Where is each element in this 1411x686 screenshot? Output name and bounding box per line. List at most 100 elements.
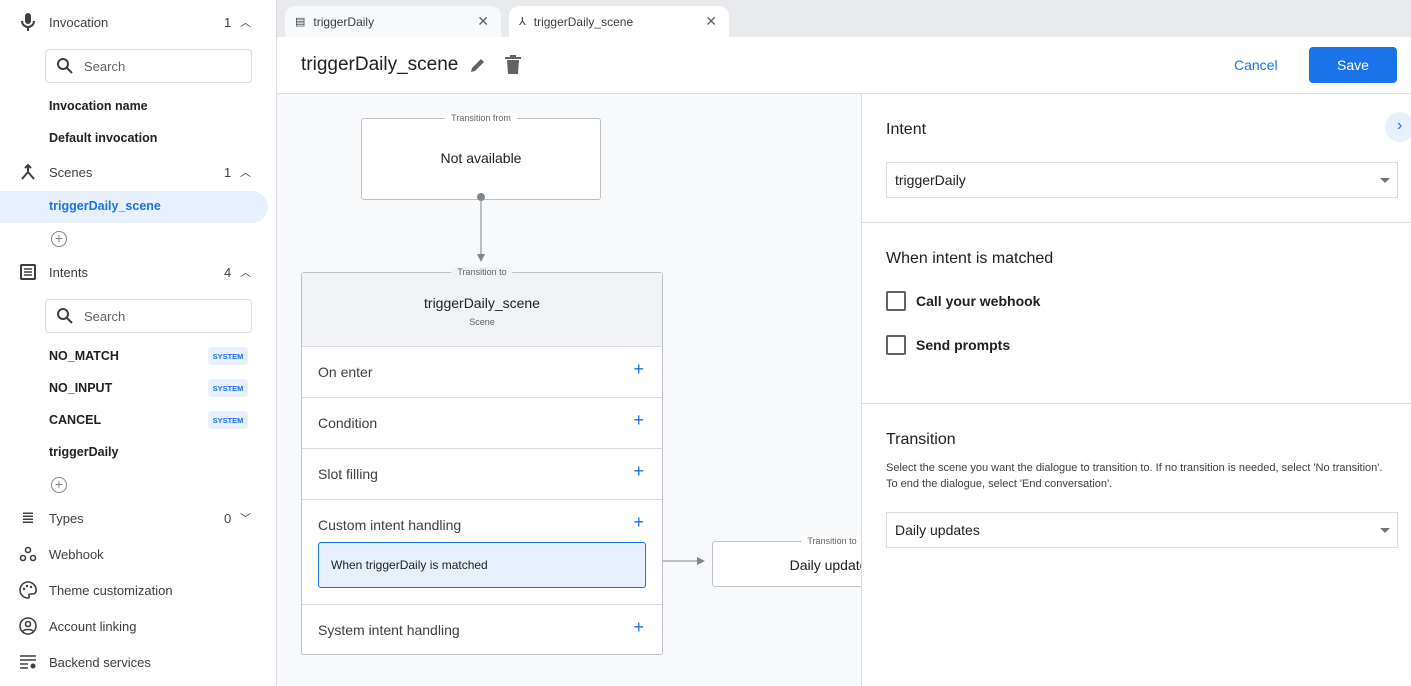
sidebar-section-invocation[interactable]: Invocation 1 ︿ [0, 7, 277, 37]
sidebar-section-scenes[interactable]: Scenes 1 ︿ [0, 157, 277, 187]
row-slot-filling[interactable]: Slot filling + [302, 448, 662, 499]
account-circle-icon [18, 616, 38, 636]
section-count: 1 [224, 14, 232, 30]
intent-heading: Intent [886, 121, 927, 138]
search-placeholder: Search [84, 308, 126, 324]
card-caption: Transition from [445, 113, 517, 123]
scene-card: Transition to triggerDaily_scene Scene O… [301, 267, 663, 655]
transition-select[interactable]: Daily updates [886, 512, 1398, 548]
row-custom-intent-handling[interactable]: Custom intent handling + When triggerDail… [302, 499, 662, 604]
transition-heading: Transition [886, 431, 956, 448]
section-count: 0 [224, 510, 232, 526]
add-icon[interactable]: + [633, 617, 644, 637]
card-caption: Transition to [451, 267, 513, 277]
intent-select-value: triggerDaily [895, 172, 966, 188]
sidebar-item-theme[interactable]: Theme customization [0, 575, 277, 605]
row-label: Condition [318, 415, 378, 431]
intent-icon [18, 262, 38, 282]
invocation-search-input[interactable]: Search [45, 49, 252, 83]
backend-settings-icon [18, 652, 38, 672]
microphone-icon [18, 12, 38, 32]
sidebar-item-triggerdaily-scene[interactable]: triggerDaily_scene [49, 199, 161, 213]
sidebar-item-triggerdaily[interactable]: triggerDaily [49, 445, 119, 459]
chevron-up-icon[interactable]: ︿ [240, 267, 251, 279]
row-label: On enter [318, 364, 373, 380]
tab-label: triggerDaily [313, 14, 375, 29]
webhook-icon [18, 544, 38, 564]
card-caption: Transition to [801, 536, 861, 546]
row-label: Slot filling [318, 466, 378, 482]
tab-triggerdaily-scene[interactable]: ⅄ triggerDaily_scene ✕ [509, 6, 729, 37]
dropdown-arrow-icon [1380, 528, 1390, 533]
sidebar-item-no-input[interactable]: NO_INPUT [49, 381, 113, 395]
checkbox-label: Call your webhook [916, 293, 1041, 309]
collapse-panel-chevron-icon[interactable]: › [1385, 112, 1411, 142]
tab-bar: ▤ triggerDaily ✕ ⅄ triggerDaily_scene ✕ [277, 0, 1411, 37]
transition-description: Select the scene you want the dialogue t… [886, 462, 1383, 490]
sidebar-item-invocation-name[interactable]: Invocation name [49, 99, 148, 113]
sidebar-section-types[interactable]: ≣ Types 0 ﹀ [0, 503, 277, 533]
palette-icon [18, 580, 38, 600]
tab-triggerdaily[interactable]: ▤ triggerDaily ✕ [285, 6, 501, 37]
row-label: Custom intent handling [318, 517, 462, 533]
transition-target-card[interactable]: Transition to Daily updates [712, 536, 861, 587]
row-system-intent-handling[interactable]: System intent handling + [302, 604, 662, 655]
save-button[interactable]: Save [1309, 47, 1397, 83]
transition-from-card: Transition from Not available [361, 113, 601, 200]
scene-title: triggerDaily_scene [424, 295, 540, 311]
sidebar-item-no-match[interactable]: NO_MATCH [49, 349, 119, 363]
scene-icon [18, 162, 38, 182]
add-icon[interactable]: + [633, 461, 644, 481]
section-label: Types [49, 510, 84, 526]
close-icon[interactable]: ✕ [705, 13, 717, 29]
row-label: System intent handling [318, 622, 460, 638]
intent-handler-item[interactable]: When triggerDaily is matched [318, 542, 646, 588]
add-icon[interactable]: + [633, 512, 644, 532]
chevron-up-icon[interactable]: ︿ [240, 167, 251, 179]
scene-card-header: Transition to triggerDaily_scene Scene [302, 267, 662, 346]
add-icon[interactable]: + [633, 410, 644, 430]
sidebar-item-account-linking[interactable]: Account linking [0, 611, 277, 641]
sidebar-item-backend-services[interactable]: Backend services [0, 647, 277, 677]
section-label: Scenes [49, 164, 93, 180]
search-placeholder: Search [84, 58, 126, 74]
sidebar-item-webhook[interactable]: Webhook [0, 539, 277, 569]
checkbox-label: Send prompts [916, 337, 1011, 353]
divider [862, 222, 1411, 223]
sidebar-section-intents[interactable]: Intents 4 ︿ [0, 257, 277, 287]
page-title: triggerDaily_scene [301, 54, 459, 75]
matched-heading: When intent is matched [886, 250, 1054, 267]
edit-pencil-icon[interactable] [469, 56, 487, 74]
card-text: Daily updates [789, 557, 861, 573]
call-webhook-checkbox[interactable] [886, 291, 906, 311]
search-icon [57, 58, 73, 74]
add-scene-icon[interactable]: + [51, 231, 67, 247]
send-prompts-checkbox[interactable] [886, 335, 906, 355]
section-label: Intents [49, 264, 89, 280]
chevron-up-icon[interactable]: ︿ [240, 17, 251, 29]
sidebar-item-default-invocation[interactable]: Default invocation [49, 131, 158, 145]
sidebar-item-selected-bg [0, 191, 268, 223]
tab-label: triggerDaily_scene [533, 14, 634, 29]
item-label: Theme customization [49, 582, 173, 598]
scene-flow-canvas: Transition from Not available Transition… [277, 94, 861, 686]
delete-trash-icon[interactable] [505, 55, 521, 75]
search-icon [57, 308, 73, 324]
divider [862, 403, 1411, 404]
add-icon[interactable]: + [633, 359, 644, 379]
editor-header: triggerDaily_scene Cancel Save [277, 37, 1411, 94]
chevron-down-icon[interactable]: ﹀ [240, 513, 251, 525]
row-condition[interactable]: Condition + [302, 397, 662, 448]
scene-subtitle: Scene [469, 317, 495, 327]
sidebar-item-cancel[interactable]: CANCEL [49, 413, 102, 427]
row-on-enter[interactable]: On enter + [302, 346, 662, 397]
section-label: Invocation [49, 14, 109, 30]
system-badge: SYSTEM [208, 347, 248, 365]
section-count: 4 [224, 264, 232, 280]
close-icon[interactable]: ✕ [477, 13, 489, 29]
add-intent-icon[interactable]: + [51, 477, 67, 493]
dropdown-arrow-icon [1380, 178, 1390, 183]
intent-select[interactable]: triggerDaily [886, 162, 1398, 198]
intents-search-input[interactable]: Search [45, 299, 252, 333]
cancel-button[interactable]: Cancel [1234, 57, 1278, 73]
